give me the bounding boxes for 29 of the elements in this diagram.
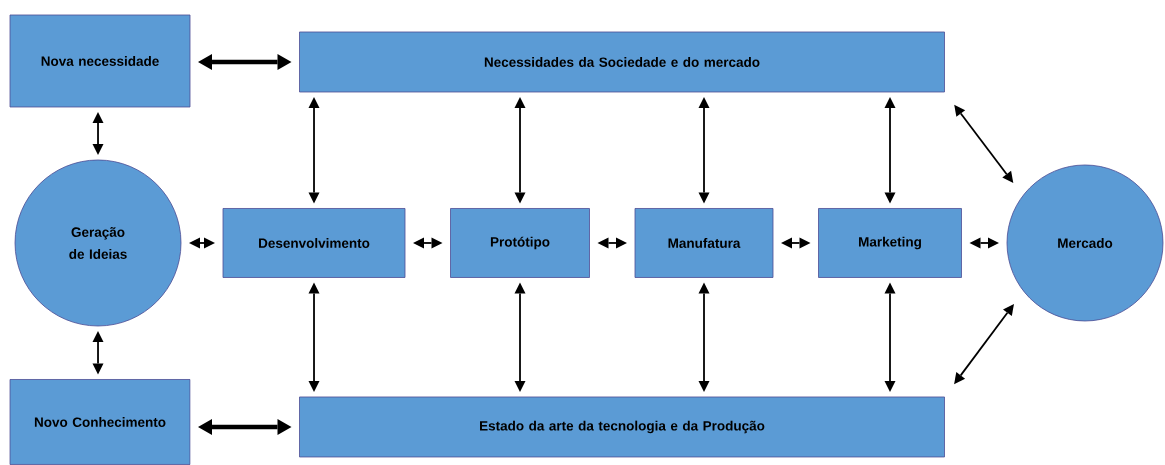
circle-node: Mercado <box>1006 164 1164 322</box>
arrow <box>514 282 526 392</box>
arrow <box>514 97 526 204</box>
arrow <box>954 303 1014 385</box>
arrow <box>969 237 999 249</box>
circle-node: Geração de Ideias <box>14 159 182 327</box>
arrow <box>698 97 710 204</box>
process-box: Marketing <box>818 208 962 278</box>
arrow <box>308 282 320 392</box>
process-box: Protótipo <box>450 208 590 278</box>
arrow <box>189 237 215 249</box>
process-box: Manufatura <box>634 208 774 278</box>
arrow <box>698 282 710 392</box>
arrow <box>413 237 443 249</box>
arrow <box>198 54 292 70</box>
arrow <box>781 237 811 249</box>
process-box: Estado da arte da tecnologia e da Produção <box>299 396 945 458</box>
arrow <box>92 112 104 155</box>
arrow <box>597 237 627 249</box>
arrow <box>954 104 1014 183</box>
arrow <box>92 331 104 375</box>
process-box: Nova necessidade <box>9 14 191 108</box>
arrow <box>308 97 320 204</box>
arrow <box>884 282 896 392</box>
arrow <box>198 419 292 435</box>
process-box: Desenvolvimento <box>222 208 406 278</box>
process-box: Necessidades da Sociedade e do mercado <box>299 31 945 93</box>
arrow <box>884 97 896 204</box>
process-box: Novo Conhecimento <box>9 379 191 465</box>
